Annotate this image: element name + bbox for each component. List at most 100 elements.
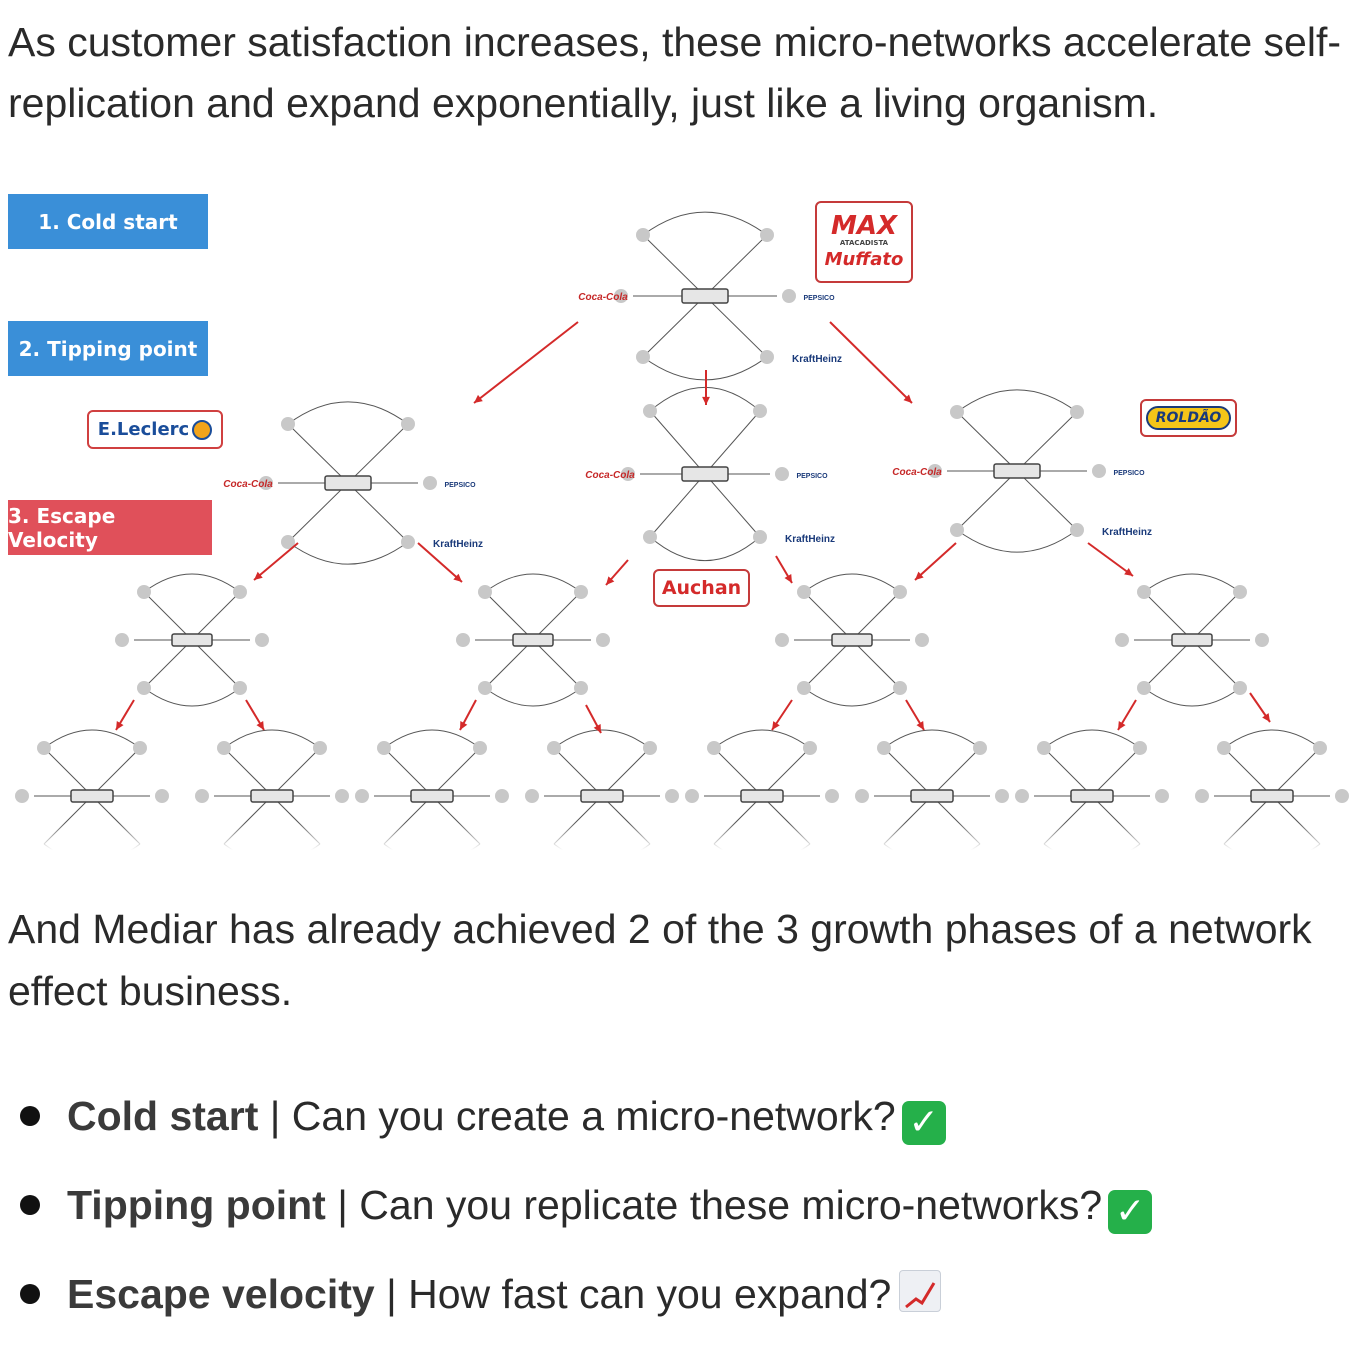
growth-arrow-head — [593, 724, 601, 733]
network-node — [281, 417, 295, 431]
network-node — [401, 417, 415, 431]
network-node — [1092, 464, 1106, 478]
auchan-logo-text: Auchan — [661, 577, 742, 599]
network-arc — [287, 401, 409, 425]
separator: | — [258, 1093, 292, 1139]
coca-cola-logo: Coca-Cola — [223, 479, 273, 490]
network-hub — [910, 789, 954, 803]
network-node — [547, 741, 561, 755]
network-hub — [410, 789, 454, 803]
network-arc — [287, 541, 409, 565]
network-arc — [43, 729, 141, 749]
network-node — [259, 476, 273, 490]
max-logo-sub: ATACADISTA — [839, 238, 889, 247]
network-node — [614, 289, 628, 303]
network-arc — [956, 529, 1078, 553]
pepsico-logo: PEPSICO — [803, 295, 835, 302]
network-node — [665, 789, 679, 803]
network-arc — [713, 729, 811, 749]
network-node — [401, 535, 415, 549]
network-node — [775, 633, 789, 647]
network-arc — [1043, 729, 1141, 749]
network-hub — [70, 789, 114, 803]
network-node — [37, 741, 51, 755]
network-node — [335, 789, 349, 803]
growth-arrow-head — [606, 576, 615, 585]
growth-phases-list: Cold start | Can you create a micro-netw… — [20, 1086, 1153, 1353]
roldao-logo-text: ROLDÃO — [1145, 406, 1232, 430]
check-mark-icon: ✓ — [1108, 1190, 1153, 1234]
network-node — [133, 741, 147, 755]
network-node — [281, 535, 295, 549]
network-node — [855, 789, 869, 803]
network-node — [1133, 741, 1147, 755]
kraftheinz-logo: KraftHeinz — [792, 354, 842, 365]
growth-arrow — [473, 321, 579, 404]
growth-arrow — [417, 542, 463, 583]
growth-arrow — [1087, 542, 1134, 577]
network-arc — [484, 573, 582, 593]
coca-cola-logo: Coca-Cola — [585, 470, 635, 481]
check-mark-icon: ✓ — [901, 1101, 946, 1145]
growth-arrow-head — [460, 721, 468, 730]
network-node — [233, 585, 247, 599]
network-arc — [553, 729, 651, 749]
network-node — [377, 741, 391, 755]
network-arc — [1143, 687, 1241, 707]
network-node — [753, 404, 767, 418]
growth-arrow-head — [772, 721, 780, 730]
network-hub — [1250, 789, 1294, 803]
network-arc — [484, 687, 582, 707]
network-node — [1233, 681, 1247, 695]
network-hub — [171, 633, 213, 647]
network-hub — [1070, 789, 1114, 803]
network-arc — [1143, 573, 1241, 593]
network-hub — [681, 466, 729, 482]
network-node — [495, 789, 509, 803]
phase-label-cold-start: 1. Cold start — [8, 194, 208, 249]
network-node — [1335, 789, 1349, 803]
bullet-text: How fast can you expand? — [408, 1271, 892, 1317]
max-logo-text: MAX — [830, 210, 898, 241]
network-node — [195, 789, 209, 803]
growth-arrow-head — [1118, 721, 1126, 730]
growth-arrow — [914, 542, 957, 581]
pepsico-logo: PEPSICO — [1113, 470, 1145, 477]
network-arc — [649, 536, 761, 562]
network-node — [478, 585, 492, 599]
kraftheinz-logo: KraftHeinz — [785, 534, 835, 545]
network-node — [760, 350, 774, 364]
network-node — [255, 633, 269, 647]
network-arc — [143, 687, 241, 707]
network-node — [950, 405, 964, 419]
list-item: Tipping point | Can you replicate these … — [20, 1175, 1153, 1264]
coca-cola-logo: Coca-Cola — [892, 467, 942, 478]
network-node — [137, 585, 151, 599]
network-hub — [580, 789, 624, 803]
growth-arrow-head — [915, 571, 924, 580]
network-node — [355, 789, 369, 803]
phase-label-escape-velocity: 3. Escape Velocity — [8, 500, 212, 555]
bullet-title: Escape velocity — [67, 1271, 375, 1317]
network-hub — [740, 789, 784, 803]
network-node — [797, 681, 811, 695]
chart-increasing-icon — [899, 1270, 942, 1312]
network-hub — [681, 288, 729, 304]
pepsico-logo: PEPSICO — [444, 482, 476, 489]
bullet-title: Tipping point — [67, 1182, 326, 1228]
network-node — [1115, 633, 1129, 647]
network-node — [760, 228, 774, 242]
network-node — [643, 530, 657, 544]
network-node — [423, 476, 437, 490]
network-node — [782, 289, 796, 303]
network-node — [115, 633, 129, 647]
network-node — [995, 789, 1009, 803]
network-arc — [803, 573, 901, 593]
growth-arrow-head — [453, 573, 462, 582]
network-node — [685, 789, 699, 803]
network-node — [1070, 405, 1084, 419]
growth-arrow-head — [1262, 713, 1270, 722]
network-node — [1070, 523, 1084, 537]
max-muffato-logo: MAX ATACADISTA Muffato — [815, 201, 913, 283]
